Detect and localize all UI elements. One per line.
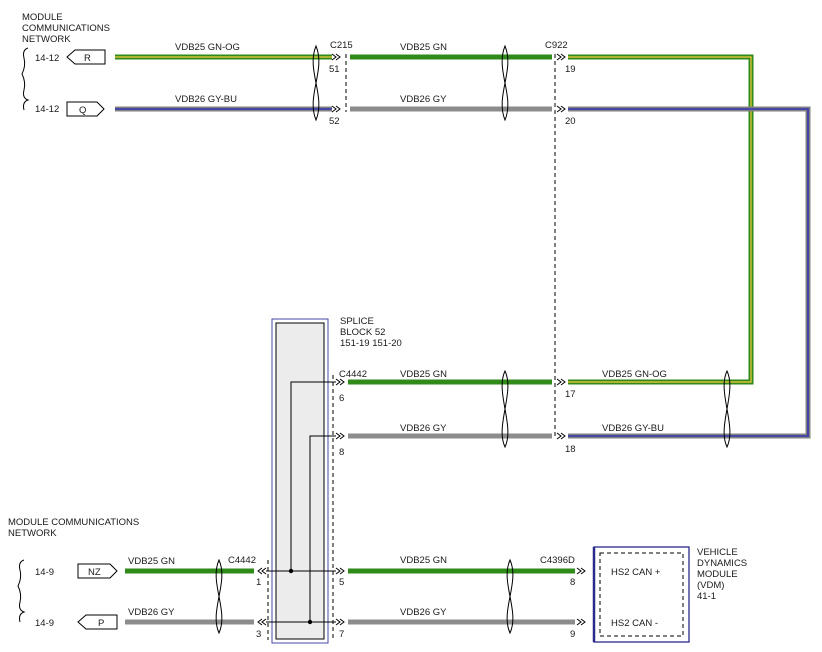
twist-marker-bottom-right xyxy=(506,558,514,635)
terminal-r-ref: 14-12 xyxy=(35,53,59,64)
c215-label: C215 xyxy=(330,40,353,51)
splice-line2: BLOCK 52 xyxy=(340,327,385,338)
c4442-pin-7: 7 xyxy=(339,629,344,640)
c4442-upper-label: C4442 xyxy=(339,369,367,380)
label-vdb26-gy-splice-upper: VDB26 GY xyxy=(400,423,447,434)
top-network-line1: MODULE xyxy=(22,12,63,23)
c922-pin-18-arrow xyxy=(556,432,566,440)
label-vdb26-gy-bu-right: VDB26 GY-BU xyxy=(602,423,664,434)
terminal-nz-pin: NZ xyxy=(88,567,101,578)
vdm-name-line1: VEHICLE xyxy=(697,547,738,558)
splice-line3: 151-19 151-20 xyxy=(340,338,402,349)
c922-pin-17-arrow xyxy=(556,378,566,386)
label-vdb25-gn-mid: VDB25 GN xyxy=(400,42,447,53)
c4442-lower-label: C4442 xyxy=(228,555,256,566)
bottom-network-brace xyxy=(17,559,26,623)
c922-pin-18: 18 xyxy=(565,444,576,455)
splice-block-inner xyxy=(275,322,325,640)
vdm-module-inner xyxy=(599,552,684,637)
vdm-name-line5: 41-1 xyxy=(697,591,716,602)
label-vdb25-gn-og-top: VDB25 GN-OG xyxy=(175,42,240,53)
bottom-network-line2: NETWORK xyxy=(8,528,57,539)
twist-marker-c215 xyxy=(312,44,320,122)
wire-vdb26-gy-bu-loop xyxy=(568,106,811,439)
c4396d-pin-9-arrow xyxy=(576,618,586,626)
terminal-nz-ref: 14-9 xyxy=(35,567,54,578)
twist-marker-splice-upper xyxy=(501,369,509,449)
label-vdb26-gy-bu-top: VDB26 GY-BU xyxy=(175,94,237,105)
c4442-pin-5: 5 xyxy=(339,577,344,588)
c4442-pin-8-arrow xyxy=(335,432,345,440)
c215-pin-51: 51 xyxy=(329,64,340,75)
c922-pin-20: 20 xyxy=(565,116,576,127)
terminal-p-ref: 14-9 xyxy=(35,618,54,629)
c922-pin-20-arrow xyxy=(556,105,566,113)
c922-pin-19: 19 xyxy=(565,64,576,75)
splice-line1: SPLICE xyxy=(340,316,374,327)
wire-vdb26-gy-bu-loop-stripe xyxy=(568,108,809,437)
c4396d-pin-8-arrow xyxy=(576,567,586,575)
c4442-pin-1-arrow xyxy=(257,567,267,575)
top-network-line3: NETWORK xyxy=(22,34,71,45)
vdm-name-line4: (VDM) xyxy=(697,580,724,591)
c215-pin-51-arrow xyxy=(331,53,341,61)
terminal-r-flag xyxy=(66,49,106,65)
c4442-pin-7-arrow xyxy=(335,618,345,626)
bottom-network-line1: MODULE COMMUNICATIONS xyxy=(8,517,139,528)
label-vdb26-gy-bottom-left: VDB26 GY xyxy=(128,607,175,618)
vdm-name-line2: DYNAMICS xyxy=(697,558,747,569)
label-vdb26-gy-mid: VDB26 GY xyxy=(400,94,447,105)
c215-pin-52-arrow xyxy=(331,105,341,113)
splice-trace-gn xyxy=(290,381,336,571)
twist-marker-bottom-left xyxy=(215,558,223,635)
top-network-brace xyxy=(21,47,30,111)
wire-vdb25-gn-og-loop-stripe xyxy=(568,56,752,383)
terminal-p-pin: P xyxy=(98,618,104,629)
vdm-pin-hs2-can-plus: HS2 CAN + xyxy=(611,567,661,578)
twist-marker-right xyxy=(723,369,731,449)
label-vdb25-gn-bottom-right: VDB25 GN xyxy=(400,555,447,566)
wire-vdb25-gn-og-loop xyxy=(568,54,754,385)
c4442-pin-6-arrow xyxy=(335,378,345,386)
c4396d-pin-8: 8 xyxy=(570,577,575,588)
terminal-nz-flag xyxy=(77,563,118,579)
terminal-q-ref: 14-12 xyxy=(35,104,59,115)
twist-marker-mid xyxy=(501,44,509,122)
label-vdb25-gn-bottom-left: VDB25 GN xyxy=(128,556,175,567)
top-network-label: MODULE COMMUNICATIONS NETWORK xyxy=(22,12,110,45)
c4396d-label: C4396D xyxy=(540,555,575,566)
splice-trace-gy xyxy=(309,435,336,622)
terminal-p-flag xyxy=(77,614,118,630)
vdm-pin-hs2-can-minus: HS2 CAN - xyxy=(611,618,658,629)
label-vdb26-gy-bottom-right: VDB26 GY xyxy=(400,607,447,618)
vdm-module-box xyxy=(593,546,690,643)
c922-pin-19-arrow xyxy=(556,53,566,61)
label-vdb25-gn-og-right: VDB25 GN-OG xyxy=(602,369,667,380)
c4442-pin-5-arrow xyxy=(335,567,345,575)
c4442-pin-8: 8 xyxy=(339,447,344,458)
c4396d-pin-9: 9 xyxy=(570,629,575,640)
c4442-pin-6: 6 xyxy=(339,393,344,404)
c215-pin-52: 52 xyxy=(329,116,340,127)
c922-label: C922 xyxy=(545,40,568,51)
top-network-line2: COMMUNICATIONS xyxy=(22,23,110,34)
vdm-name-line3: MODULE xyxy=(697,569,738,580)
label-vdb25-gn-splice-upper: VDB25 GN xyxy=(400,369,447,380)
terminal-q-pin: Q xyxy=(79,105,86,116)
c922-pin-17: 17 xyxy=(565,389,576,400)
c4442-pin-3: 3 xyxy=(256,629,261,640)
c4442-pin-1: 1 xyxy=(256,577,261,588)
terminal-q-flag xyxy=(66,101,105,117)
terminal-r-pin: R xyxy=(84,53,91,64)
c4442-pin-3-arrow xyxy=(257,618,267,626)
